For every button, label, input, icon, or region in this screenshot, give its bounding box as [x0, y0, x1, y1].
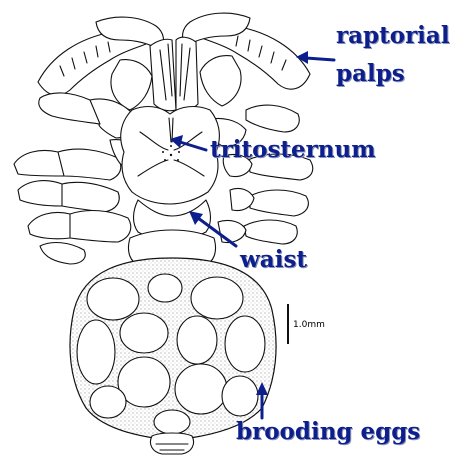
arrow-tritosternum: [170, 135, 208, 152]
label-brooding-eggs: brooding eggs: [236, 418, 421, 445]
arrow-brooding-eggs: [256, 382, 268, 420]
label-palps: palps: [336, 60, 405, 87]
opisthosoma-eggs: [69, 257, 277, 455]
arrow-waist: [189, 211, 238, 248]
label-tritosternum: tritosternum: [210, 136, 376, 163]
arrow-raptorial: [296, 51, 336, 64]
legs-left: [13, 92, 151, 265]
label-waist: waist: [240, 246, 308, 273]
scale-bar-label: 1.0mm: [293, 320, 325, 330]
label-raptorial: raptorial: [336, 22, 450, 49]
raptorial-palps: [37, 12, 311, 112]
legs-right: [205, 104, 314, 245]
sternum: [120, 105, 220, 273]
